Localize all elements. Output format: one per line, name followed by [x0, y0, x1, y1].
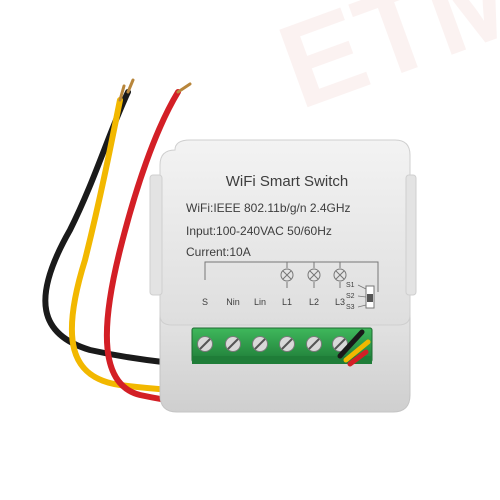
- terminal-screws: [197, 336, 348, 352]
- lamp-icon-l3: [333, 268, 347, 282]
- lamp-icon-l1: [280, 268, 294, 282]
- screw-icon: [197, 336, 213, 352]
- wiring-diagram: [204, 261, 379, 292]
- screw-icon: [225, 336, 241, 352]
- terminal-label-s: S: [202, 297, 208, 307]
- wire-entries: [337, 329, 371, 367]
- spec-input: Input:100-240VAC 50/60Hz: [186, 224, 332, 238]
- device-title: WiFi Smart Switch: [226, 173, 349, 190]
- selector-switch[interactable]: [365, 285, 375, 309]
- screw-icon: [332, 336, 348, 352]
- spec-current: Current:10A: [186, 245, 251, 259]
- screw-icon: [306, 336, 322, 352]
- selector-label-s3: S3: [346, 304, 355, 311]
- terminal-label-nin: Nin: [226, 297, 240, 307]
- lamp-icon-l2: [307, 268, 321, 282]
- terminal-label-l2: L2: [309, 297, 319, 307]
- device-body: [159, 139, 411, 326]
- screw-icon: [252, 336, 268, 352]
- terminal-label-lin: Lin: [254, 297, 266, 307]
- selector-label-s1: S1: [346, 282, 355, 289]
- watermark-logo: ETM: [263, 0, 500, 134]
- screw-icon: [279, 336, 295, 352]
- selector-label-s2: S2: [346, 293, 355, 300]
- mount-tab-right: [405, 174, 417, 296]
- svg-text:ETM: ETM: [263, 0, 500, 134]
- mount-tab-left: [149, 174, 163, 296]
- terminal-label-l3: L3: [335, 297, 345, 307]
- spec-wifi: WiFi:IEEE 802.11b/g/n 2.4GHz: [186, 201, 351, 215]
- terminal-labels: S Nin Lin L1 L2 L3: [202, 297, 345, 307]
- lamp-icons: [280, 268, 347, 282]
- terminal-label-l1: L1: [282, 297, 292, 307]
